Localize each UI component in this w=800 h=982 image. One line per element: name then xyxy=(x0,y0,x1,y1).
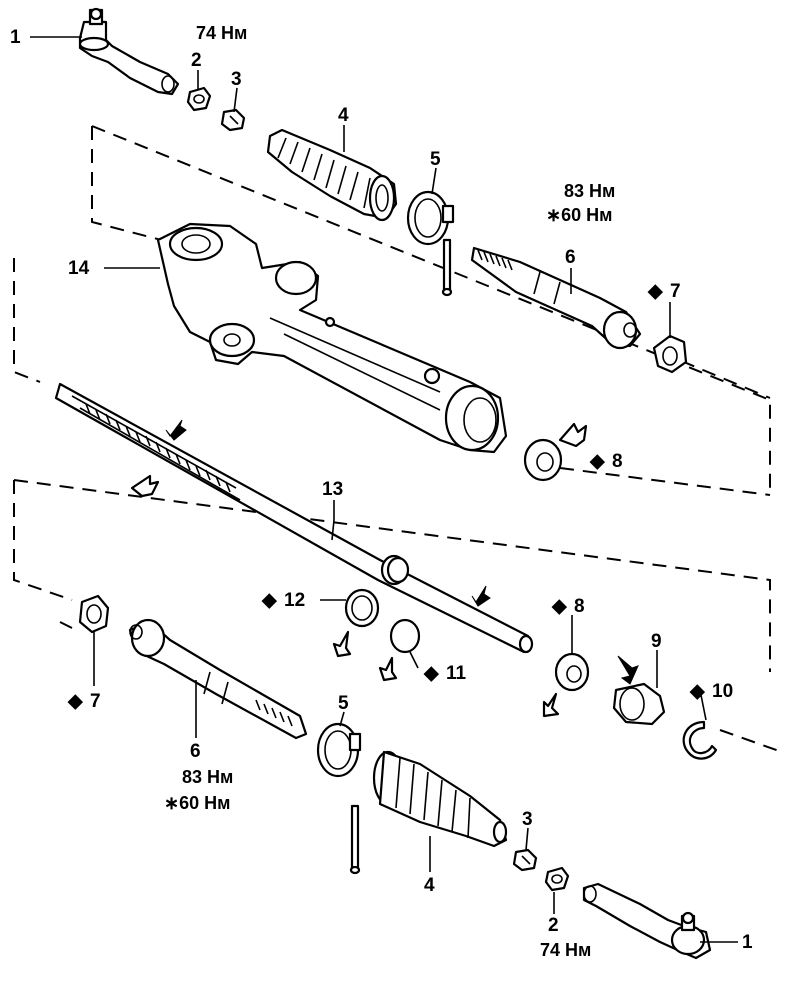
label-bushing-lower: 8 xyxy=(574,596,585,617)
label-nut-bottom: 2 xyxy=(548,915,559,936)
label-nut-top: 2 xyxy=(191,50,202,71)
label-cotter-pin-top: 3 xyxy=(231,69,242,90)
label-tie-rod-end-bottom: 1 xyxy=(742,932,753,953)
label-boot-top: 4 xyxy=(338,105,349,126)
torque-nut-top: 74 Нм xyxy=(196,23,248,43)
label-housing: 14 xyxy=(68,258,90,279)
snap-ring xyxy=(682,720,718,760)
rack-guide-arrow xyxy=(617,655,639,685)
nut-top xyxy=(186,86,212,112)
leader-3-bottom xyxy=(525,827,529,851)
rack-end-top xyxy=(470,246,642,350)
leader-10 xyxy=(699,689,707,721)
middle-dashed-frame-lower xyxy=(559,467,771,496)
oil-seal xyxy=(344,588,380,628)
bottom-dashed-frame xyxy=(59,621,73,629)
label-rack: 13 xyxy=(322,479,344,500)
bushing-upper xyxy=(523,438,563,482)
label-rack-end-top: 6 xyxy=(565,247,576,268)
label-clamp-top: 5 xyxy=(430,149,441,170)
tie-rod-end-top xyxy=(78,7,180,96)
leader-3-top xyxy=(233,87,238,113)
clamp-top xyxy=(406,190,455,297)
claw-washer-top xyxy=(652,334,688,374)
rack-end-bottom xyxy=(128,618,308,740)
label-claw-washer-top: 7 xyxy=(670,281,681,302)
rack-guide xyxy=(612,682,666,726)
steering-housing xyxy=(156,222,508,454)
rack-arrow-right xyxy=(471,585,491,607)
leader-11 xyxy=(409,651,419,669)
label-cotter-pin-bottom: 3 xyxy=(522,809,533,830)
label-oil-seal: 12 xyxy=(284,590,306,611)
bushing-arrow-upper xyxy=(558,422,588,448)
leader-5-top xyxy=(431,167,437,195)
lower-dashed-frame xyxy=(13,480,73,601)
upper-dashed-frame-right xyxy=(91,125,771,495)
torque-rack-end-top-primary: 83 Нм xyxy=(564,181,616,201)
claw-washer-bottom xyxy=(78,594,110,634)
rack-arrow-lower xyxy=(130,474,160,498)
cotter-pin-bottom xyxy=(512,848,538,872)
leader-5-bottom xyxy=(339,711,345,727)
label-claw-washer-bottom: 7 xyxy=(90,691,101,712)
tie-rod-end-bottom xyxy=(582,882,712,960)
label-bushing-upper: 8 xyxy=(612,451,623,472)
marker-claw-washer-top: ◆ xyxy=(648,281,663,302)
marker-oil-seal: ◆ xyxy=(262,590,277,611)
clamp-bottom xyxy=(316,722,362,875)
middle-dashed-frame xyxy=(13,258,41,383)
torque-rack-end-bottom-alt: ∗60 Нм xyxy=(164,793,231,813)
rack-arrow-upper xyxy=(165,419,187,441)
bushing-arrow-lower xyxy=(542,692,560,718)
label-o-ring: 11 xyxy=(446,663,467,684)
label-snap-ring: 10 xyxy=(712,681,734,702)
label-tie-rod-end-top: 1 xyxy=(10,27,21,48)
label-rack-end-bottom: 6 xyxy=(190,741,201,762)
nut-bottom xyxy=(544,866,570,892)
marker-bushing-lower: ◆ xyxy=(552,596,567,617)
label-rack-guide: 9 xyxy=(651,631,662,652)
o-ring-arrow xyxy=(378,656,398,682)
marker-snap-ring: ◆ xyxy=(690,681,705,702)
leader-13 xyxy=(331,500,335,541)
bottom-dashed-frame-right xyxy=(719,729,783,753)
label-clamp-bottom: 5 xyxy=(338,693,349,714)
boot-bottom xyxy=(372,750,508,848)
torque-rack-end-bottom-primary: 83 Нм xyxy=(182,767,234,787)
marker-o-ring: ◆ xyxy=(424,663,439,684)
bushing-lower xyxy=(554,652,590,692)
steering-rack xyxy=(54,382,534,654)
label-boot-bottom: 4 xyxy=(424,875,435,896)
cotter-pin-top xyxy=(220,108,246,132)
torque-rack-end-top-alt: ∗60 Нм xyxy=(546,205,613,225)
torque-nut-bottom: 74 Нм xyxy=(540,940,592,960)
oil-seal-arrow xyxy=(332,630,352,658)
middle-dashed-frame-right xyxy=(659,351,771,399)
o-ring xyxy=(389,618,421,654)
marker-bushing-upper: ◆ xyxy=(590,451,605,472)
boot-top xyxy=(266,128,398,222)
marker-claw-washer-bottom: ◆ xyxy=(68,691,83,712)
